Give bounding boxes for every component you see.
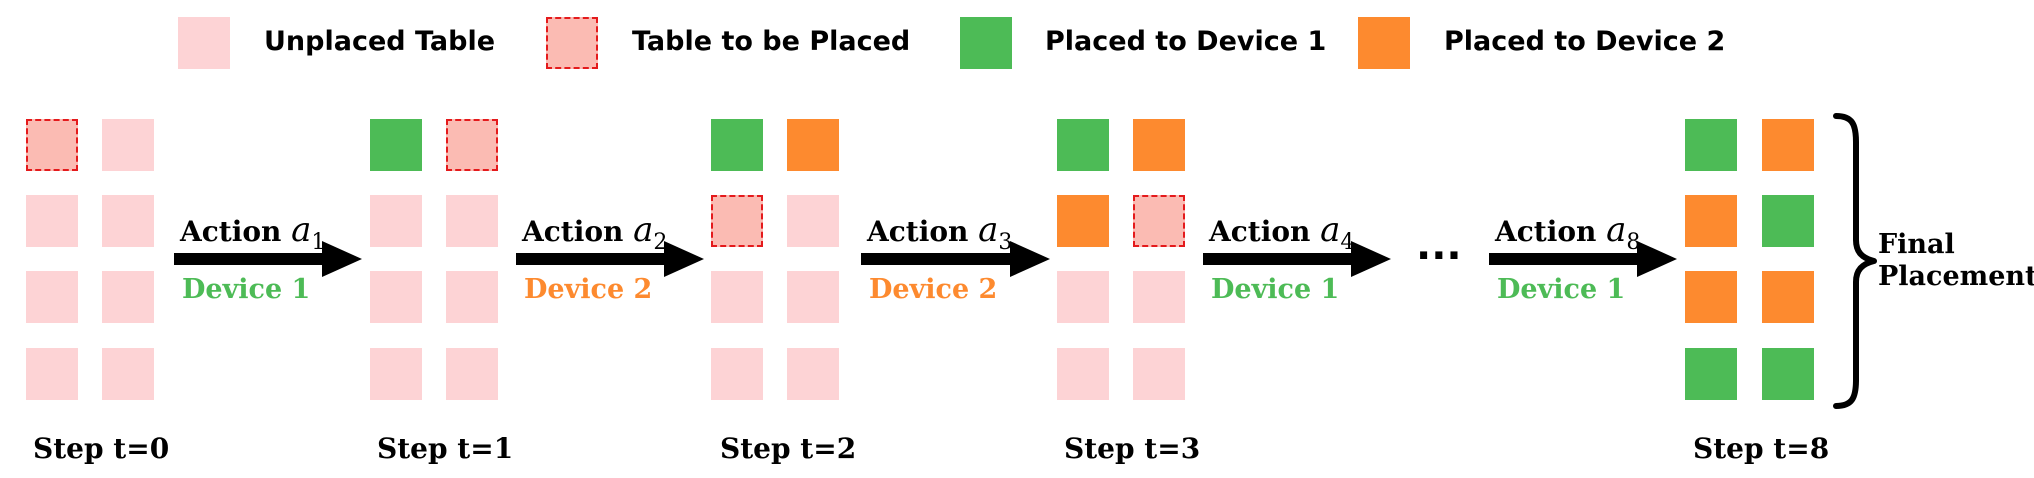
table-cell [26, 271, 78, 323]
legend-label-device1: Placed to Device 1 [1045, 26, 1327, 57]
table-cell [1133, 195, 1185, 247]
action-arrow [1489, 241, 1677, 277]
final-label-line1: Final [1878, 229, 1955, 260]
table-cell [1057, 348, 1109, 400]
action-text: Action [522, 215, 624, 248]
table-cell [102, 119, 154, 171]
table-cell [1762, 348, 1814, 400]
action-label: Action a1 [180, 213, 325, 254]
table-cell [1685, 195, 1737, 247]
legend-swatch-to-place [546, 17, 598, 69]
table-cell [1133, 271, 1185, 323]
table-cell [102, 271, 154, 323]
action-arrow [516, 241, 704, 277]
legend-swatch-device1 [960, 17, 1012, 69]
action-text: Action [867, 215, 969, 248]
action-arrow [1203, 241, 1391, 277]
action-variable: a3 [978, 210, 1013, 255]
table-cell [1762, 195, 1814, 247]
table-cell [1685, 119, 1737, 171]
step-label: Step t=8 [1693, 432, 1830, 465]
table-cell [446, 119, 498, 171]
action-variable: a1 [291, 210, 326, 255]
final-label-line2: Placement [1878, 261, 2034, 293]
final-placement-label: Final Placement [1878, 229, 2034, 294]
curly-brace [1833, 113, 1877, 409]
action-device: Device 2 [524, 274, 653, 305]
table-cell [370, 195, 422, 247]
legend-swatch-device2 [1358, 17, 1410, 69]
action-variable: a2 [633, 210, 668, 255]
step-label: Step t=3 [1064, 432, 1201, 465]
table-cell [787, 348, 839, 400]
action-variable: a8 [1606, 210, 1641, 255]
table-cell [26, 348, 78, 400]
step-label: Step t=0 [33, 432, 170, 465]
table-cell [102, 348, 154, 400]
action-variable: a4 [1320, 210, 1355, 255]
action-device: Device 2 [869, 274, 998, 305]
table-cell [1133, 348, 1185, 400]
table-cell [1762, 119, 1814, 171]
action-arrow [174, 241, 362, 277]
table-cell [787, 271, 839, 323]
table-cell [787, 195, 839, 247]
table-cell [370, 271, 422, 323]
step-label: Step t=1 [377, 432, 514, 465]
table-cell [711, 119, 763, 171]
action-label: Action a2 [522, 213, 667, 254]
action-arrow [861, 241, 1050, 277]
action-text: Action [180, 215, 282, 248]
table-cell [1762, 271, 1814, 323]
table-cell [1685, 271, 1737, 323]
table-cell [26, 195, 78, 247]
action-text: Action [1495, 215, 1597, 248]
table-cell [711, 195, 763, 247]
action-label: Action a8 [1495, 213, 1640, 254]
action-label: Action a3 [867, 213, 1012, 254]
table-cell [446, 271, 498, 323]
action-device: Device 1 [182, 274, 311, 305]
table-cell [446, 195, 498, 247]
table-cell [102, 195, 154, 247]
action-label: Action a4 [1209, 213, 1354, 254]
table-cell [446, 348, 498, 400]
table-cell [1057, 119, 1109, 171]
table-cell [1685, 348, 1737, 400]
table-cell [1057, 195, 1109, 247]
legend-label-device2: Placed to Device 2 [1444, 26, 1726, 57]
table-cell [370, 119, 422, 171]
legend-label-unplaced: Unplaced Table [264, 26, 496, 57]
legend-swatch-unplaced [178, 17, 230, 69]
table-cell [711, 271, 763, 323]
legend-label-to-place: Table to be Placed [632, 26, 911, 57]
ellipsis: ··· [1416, 233, 1462, 279]
table-cell [711, 348, 763, 400]
action-text: Action [1209, 215, 1311, 248]
step-label: Step t=2 [720, 432, 857, 465]
action-device: Device 1 [1497, 274, 1626, 305]
table-cell [370, 348, 422, 400]
table-cell [1133, 119, 1185, 171]
table-cell [1057, 271, 1109, 323]
table-cell [787, 119, 839, 171]
action-device: Device 1 [1211, 274, 1340, 305]
table-cell [26, 119, 78, 171]
